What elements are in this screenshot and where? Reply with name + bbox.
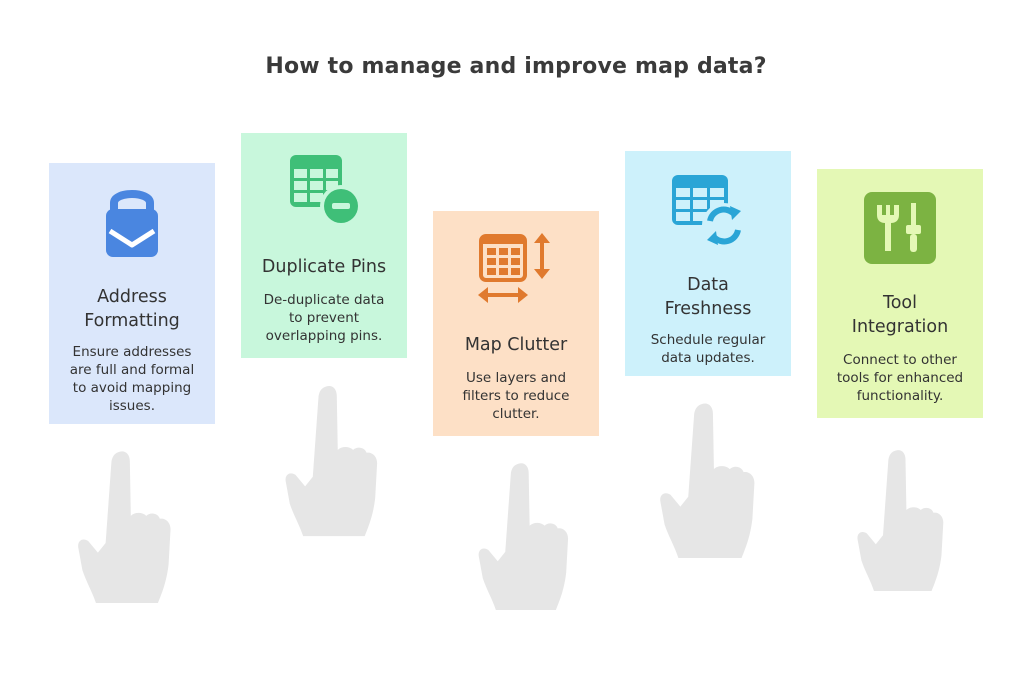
card-title-line: Tool bbox=[883, 293, 917, 313]
card-description-line: De-duplicate data bbox=[263, 292, 385, 308]
card-title-line: Formatting bbox=[84, 311, 180, 331]
card-title-line: Integration bbox=[851, 317, 949, 337]
pointing-hand-icon-5 bbox=[856, 444, 946, 594]
envelope-lock-icon bbox=[49, 183, 215, 263]
card-title-line: Address bbox=[97, 287, 167, 307]
card-description: De-duplicate data to prevent overlapping… bbox=[249, 291, 399, 345]
card-title: Map Clutter bbox=[433, 333, 599, 357]
card-duplicate-pins: Duplicate Pins De-duplicate data to prev… bbox=[241, 133, 407, 358]
card-description-line: overlapping pins. bbox=[265, 328, 383, 344]
card-map-clutter: Map Clutter Use layers and filters to re… bbox=[433, 211, 599, 436]
card-description-line: Connect to other bbox=[843, 352, 957, 368]
pointing-hand-icon-4 bbox=[656, 400, 760, 558]
table-resize-icon bbox=[433, 233, 599, 313]
card-description-line: functionality. bbox=[856, 388, 944, 404]
card-description: Ensure addresses are full and formal to … bbox=[57, 343, 207, 415]
card-title-line: Freshness bbox=[664, 299, 752, 319]
card-title: Tool Integration bbox=[817, 291, 983, 339]
pointing-hand-icon-2 bbox=[284, 382, 380, 537]
tools-icon bbox=[817, 191, 983, 271]
table-minus-icon bbox=[241, 153, 407, 233]
card-description: Connect to other tools for enhanced func… bbox=[825, 351, 975, 405]
card-title: Data Freshness bbox=[625, 273, 791, 321]
card-title: Duplicate Pins bbox=[241, 255, 407, 279]
card-data-freshness: Data Freshness Schedule regular data upd… bbox=[625, 151, 791, 376]
table-refresh-icon bbox=[625, 173, 791, 253]
card-description-line: Schedule regular bbox=[650, 332, 766, 348]
card-description: Schedule regular data updates. bbox=[633, 331, 783, 367]
card-description-line: are full and formal bbox=[69, 362, 195, 378]
card-description-line: filters to reduce bbox=[462, 388, 570, 404]
card-description-line: issues. bbox=[108, 398, 155, 414]
card-title-line: Map Clutter bbox=[464, 335, 568, 355]
card-description-line: to avoid mapping bbox=[72, 380, 192, 396]
card-description-line: to prevent bbox=[288, 310, 360, 326]
card-title-line: Data bbox=[687, 275, 729, 295]
card-title: Address Formatting bbox=[49, 285, 215, 333]
pointing-hand-icon-1 bbox=[70, 448, 180, 603]
card-description-line: Ensure addresses bbox=[72, 344, 192, 360]
card-description-line: Use layers and bbox=[465, 370, 567, 386]
pointing-hand-icon-3 bbox=[474, 460, 574, 610]
card-description-line: data updates. bbox=[661, 350, 755, 366]
diagram-title: How to manage and improve map data? bbox=[265, 54, 767, 79]
card-description-line: clutter. bbox=[492, 406, 540, 422]
card-tool-integration: Tool Integration Connect to other tools … bbox=[817, 169, 983, 418]
card-description-line: tools for enhanced bbox=[836, 370, 964, 386]
card-description: Use layers and filters to reduce clutter… bbox=[441, 369, 591, 423]
card-title-line: Duplicate Pins bbox=[261, 257, 387, 277]
card-address-formatting: Address Formatting Ensure addresses are … bbox=[49, 163, 215, 424]
